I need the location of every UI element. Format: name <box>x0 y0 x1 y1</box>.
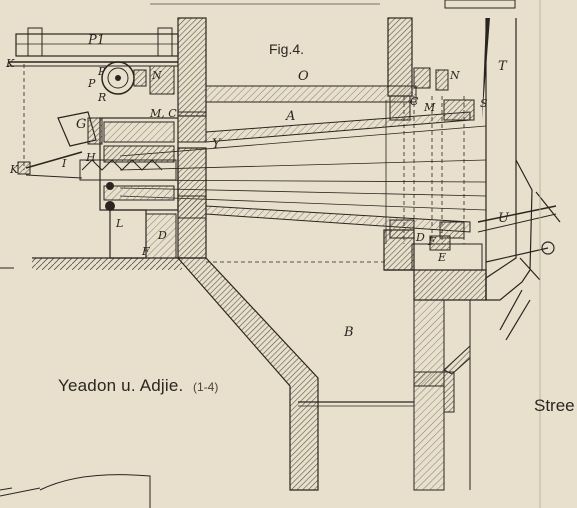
label-S: S <box>480 97 488 110</box>
shaft-levers <box>477 191 561 281</box>
shaft-wall <box>482 18 533 341</box>
label-P3: P <box>88 77 96 90</box>
label-D-right: D <box>416 231 425 244</box>
edge-text: Stree <box>534 396 575 415</box>
label-R: R <box>98 91 107 104</box>
caption-reference: (1-4) <box>193 380 219 394</box>
figure-title: Fig.4. <box>269 41 305 57</box>
top-frame <box>8 27 179 67</box>
label-T: T <box>498 59 507 74</box>
label-F-left: F <box>142 245 150 258</box>
label-K-left: K <box>10 163 19 176</box>
label-L: L <box>116 217 124 230</box>
label-P2: P <box>98 65 106 78</box>
caption-authors: Yeadon u. Adjie. <box>58 376 184 395</box>
label-B: B <box>344 325 354 340</box>
label-I: I <box>62 157 67 170</box>
left-pier <box>176 17 319 491</box>
drive-mechanism <box>17 111 207 259</box>
label-E: E <box>438 251 447 264</box>
ground-level <box>0 257 182 270</box>
label-A: A <box>286 109 296 124</box>
label-G: G <box>76 117 87 132</box>
label-F-right: F <box>428 235 436 248</box>
label-O: O <box>298 69 309 84</box>
right-pier <box>383 17 487 491</box>
tie-bar <box>298 371 455 413</box>
label-M-right: M <box>424 101 436 114</box>
label-K-top: K <box>6 57 15 70</box>
label-N-left: N <box>152 69 162 82</box>
gear-pulley <box>101 61 175 95</box>
label-N-right: N <box>450 69 460 82</box>
label-Y: Y <box>212 137 221 152</box>
label-D-left: D <box>158 229 167 242</box>
label-P1: P1 <box>88 33 106 48</box>
label-C-right: C <box>410 95 419 108</box>
right-bearings <box>389 67 483 271</box>
label-M-C: M, C <box>150 107 177 120</box>
label-U: U <box>498 211 509 226</box>
label-H: H <box>86 151 96 164</box>
